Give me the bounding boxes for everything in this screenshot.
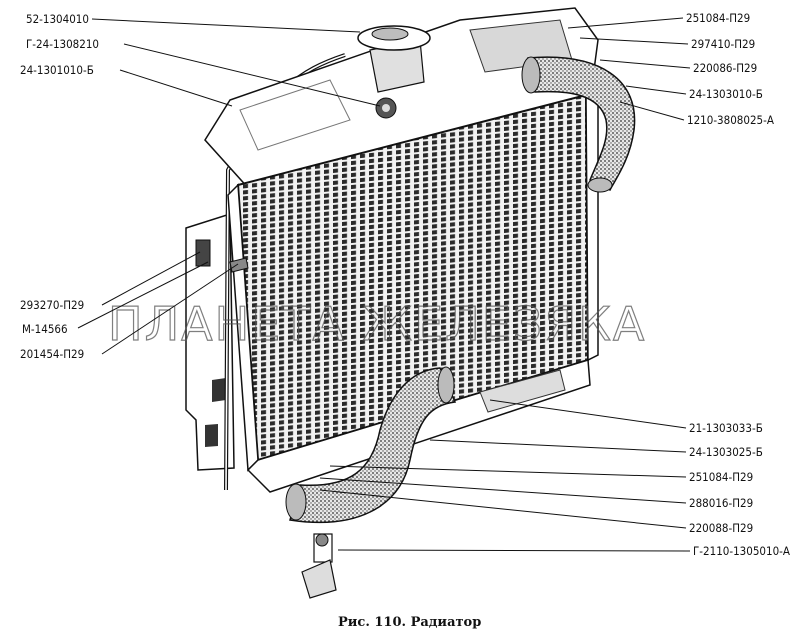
drain-tap: [301, 533, 337, 599]
part-label-220088-p29: 220088-П29: [689, 521, 753, 535]
watermark: ПЛАНЕТА ЖЕЛЕЗЯКА: [108, 297, 646, 351]
part-label-288016-p29: 288016-П29: [689, 496, 753, 510]
lower-hose: [285, 366, 457, 524]
part-label-251084-p29-top: 251084-П29: [686, 11, 750, 25]
part-label-24-1303010-b: 24-1303010-Б: [689, 87, 763, 101]
part-label-293270-p29: 293270-П29: [20, 298, 84, 312]
part-label-220086-p29: 220086-П29: [693, 61, 757, 75]
leaders-right: [319, 17, 691, 552]
part-label-21-1303033-b: 21-1303033-Б: [689, 421, 763, 435]
upper-hose: [521, 56, 636, 193]
figure-caption: Рис. 110. Радиатор: [338, 615, 481, 630]
radiator-core: [227, 86, 599, 472]
labels-right: 251084-П29 297410-П29 220086-П29 24-1303…: [686, 11, 790, 558]
part-label-251084-p29-bottom: 251084-П29: [689, 470, 753, 484]
left-bracket: [185, 212, 235, 471]
part-label-m-14566: М-14566: [22, 322, 68, 336]
part-label-24-1301010-b: 24-1301010-Б: [20, 63, 94, 77]
part-label-201454-p29: 201454-П29: [20, 347, 84, 361]
part-label-297410-p29: 297410-П29: [691, 37, 755, 51]
radiator-cap: [357, 25, 431, 93]
part-label-52-1304010: 52-1304010: [26, 12, 89, 26]
leaders-left: [77, 18, 381, 355]
part-label-g-24-1308210: Г-24-1308210: [26, 37, 99, 51]
part-label-24-1303025-b: 24-1303025-Б: [689, 445, 763, 459]
labels-left: 52-1304010 Г-24-1308210 24-1301010-Б 293…: [20, 12, 99, 361]
part-label-1210-3808025-a: 1210-3808025-А: [687, 113, 774, 127]
tank-plug: [375, 97, 397, 119]
part-label-g-2110-1305010-a: Г-2110-1305010-А: [693, 544, 790, 558]
